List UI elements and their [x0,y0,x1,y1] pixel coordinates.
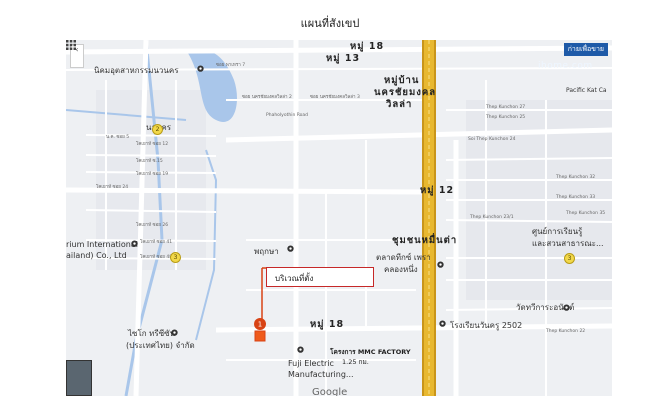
label-community-3: คลองหนึ่ง [384,265,418,274]
label-phruksa: พฤกษา [254,247,279,256]
label-village-2: นครชัยมงคล [374,87,437,98]
label-thep-22: Thep Kunchon 22 [546,329,586,334]
label-thep-25: Thep Kunchon 25 [486,115,526,120]
place-pin-icon[interactable] [438,320,447,329]
label-moo18-top: หมู่ 18 [350,41,385,52]
site-callout: บริเวณที่ตั้ง [266,267,374,287]
label-pacific: Pacific Kat Ca [566,87,607,94]
map-thumbnail[interactable] [66,360,92,396]
label-intl-1: rium International [66,240,138,249]
label-soi-7: ซอย พาเหรา 7 [216,63,246,68]
label-factory: โครงการ MMC FACTORY [330,348,411,356]
map-roads [66,40,612,396]
label-soi-3: ซอย นครชัยมงคลวิลล่า 3 [310,95,360,100]
label-toyota-2: (ประเทศไทย) จำกัด [126,341,195,350]
site-marker-icon[interactable]: 1 [254,318,266,330]
page-title: แผนที่สังเขป [300,17,360,30]
grid-icon[interactable] [66,40,76,50]
label-soi-c26: โคเยาห์ ซอย 26 [136,223,169,228]
label-fuji-2: Manufacturing... [288,370,354,379]
site-callout-label: บริเวณที่ตั้ง [275,274,314,283]
map-view[interactable]: ‹ ก่ายเพื่อขาย ihome.com หมู่ 18 หมู่ 13… [66,40,612,396]
google-logo: Google [312,387,348,396]
label-soi-c12: โคเยาห์ ซอย 12 [136,142,169,147]
label-thep-23: Thep Kunchon 23/1 [470,215,514,220]
label-soi-c48: โคเยาห์ ซอย 48 [140,255,173,260]
label-school-2: และสวนสาธารณะ... [532,239,604,248]
label-moo18-bottom: หมู่ 18 [310,319,345,330]
label-thep-32: Thep Kunchon 32 [556,175,596,180]
place-pin-icon[interactable] [196,65,205,74]
label-soi-c15: โคเยาห์ ซ.15 [136,159,163,164]
label-soi-c19: โคเยาห์ ซอย 19 [136,172,169,177]
label-village-3: วิลล่า [386,99,413,110]
map-control[interactable]: ‹ [70,44,84,68]
route-badge-2: 2 [152,124,163,135]
route-badge-3b: 3 [564,253,575,264]
label-village-1: หมู่บ้าน [384,75,420,86]
label-community-1: ชุมชนหมื่นต่า [392,235,458,246]
label-rongrian: โรงเรียนวันครู 2502 [450,321,523,330]
label-soi-c24: โคเยาห์ ซอย 24 [96,185,129,190]
watermark-brand: ihome.com [538,61,593,71]
label-school-1: ศูนย์การเรียนรู้ [532,227,583,236]
place-pin-icon[interactable] [296,346,305,355]
label-moo13: หมู่ 13 [326,53,361,64]
label-intl-2: ailand) Co., Ltd [66,251,127,260]
label-thep-27: Thep Kunchon 27 [486,105,526,110]
label-community-2: ตลาดทีกซ์ เพรา [376,253,431,262]
svg-text:1: 1 [258,321,262,329]
label-distance: 1.25 กม. [342,358,369,366]
watermark-top: ก่ายเพื่อขาย [563,43,608,56]
place-pin-icon[interactable] [562,304,571,313]
label-moo12: หมู่ 12 [420,185,455,196]
place-pin-icon[interactable] [286,245,295,254]
label-thep-33: Thep Kunchon 33 [556,195,596,200]
label-fuji-1: Fuji Electric [288,359,334,368]
label-nikhom: นิคมอุตสาหกรรมนวนคร [94,66,179,75]
place-pin-icon[interactable] [130,240,139,249]
label-soi-2: ซอย นครชัยมงคลวิลล่า 2 [242,95,292,100]
place-pin-icon[interactable] [436,261,445,270]
label-phahol: Phaholyothin Road [266,113,309,118]
label-toyota-1: ไซโก ทรีซีซัน [128,329,176,338]
label-watprakhu: วัดทวีการะอนันต์ [516,303,575,312]
label-thep-24: Soi Thep Kunchon 24 [468,137,516,142]
label-soi-5: น.ค. ซอย 5 [106,135,130,140]
place-pin-icon[interactable] [170,329,179,338]
route-badge-3: 3 [170,252,181,263]
label-soi-c41: โคเยาห์ ซอย 41 [140,240,173,245]
label-thep-35: Thep Kunchon 35 [566,211,606,216]
